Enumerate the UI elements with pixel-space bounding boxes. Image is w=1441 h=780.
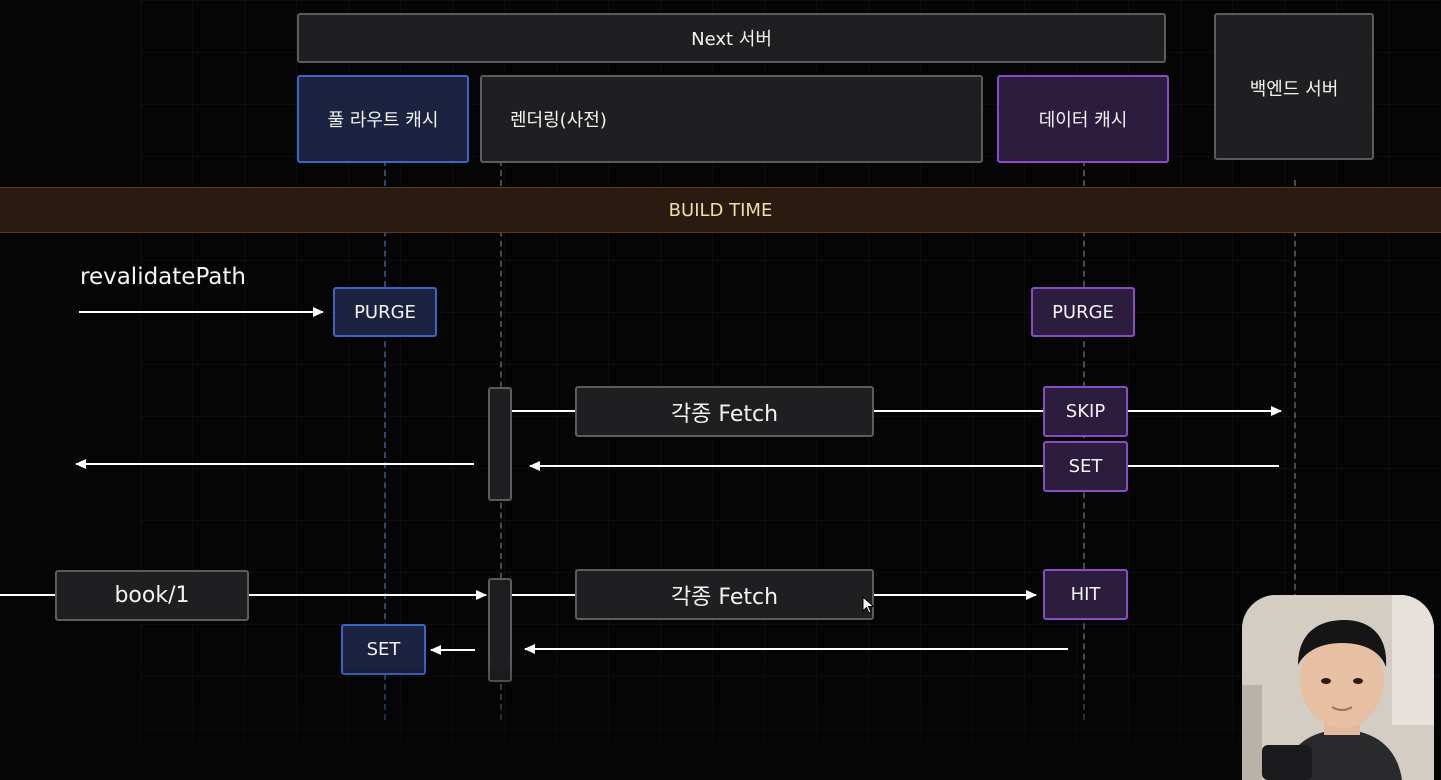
data-cache-box: 데이터 캐시 [997,75,1169,163]
fetch-label-1: 각종 Fetch [670,401,779,427]
full-route-cache-label: 풀 라우트 캐시 [327,110,439,131]
set-route-cache-box: SET [341,624,426,675]
set-data-cache-box: SET [1043,441,1128,492]
render-activation-2 [488,578,512,682]
fetch-box-2: 각종 Fetch [575,569,874,620]
rendering-label: 렌더링(사전) [510,110,607,131]
next-server-box: Next 서버 [297,13,1166,63]
request-path-box: book/1 [55,570,249,621]
build-time-band: BUILD TIME [0,187,1441,233]
next-server-label: Next 서버 [691,29,772,50]
fetch-box-1: 각종 Fetch [575,386,874,437]
data-cache-label: 데이터 캐시 [1038,110,1128,131]
purge-data-cache-box: PURGE [1031,287,1135,337]
skip-label: SKIP [1065,401,1106,422]
mouse-pointer-icon [862,595,876,618]
rendering-box: 렌더링(사전) [480,75,983,163]
render-activation-1 [488,387,512,501]
request-path-label: book/1 [114,583,190,608]
lifeline-data-cache [1083,160,1085,720]
build-time-label: BUILD TIME [668,199,773,221]
webcam-overlay [1242,595,1434,780]
lifeline-backend-server [1294,180,1296,600]
hit-box: HIT [1043,569,1128,620]
full-route-cache-box: 풀 라우트 캐시 [297,75,469,163]
fetch-label-2: 각종 Fetch [670,584,779,610]
purge-route-cache-label: PURGE [354,301,416,323]
hit-label: HIT [1070,584,1101,605]
set-data-cache-label: SET [1068,456,1103,477]
backend-server-label: 백엔드 서버 [1249,79,1339,100]
purge-data-cache-label: PURGE [1052,301,1114,323]
revalidate-path-label: revalidatePath [80,264,246,290]
backend-server-box: 백엔드 서버 [1214,13,1374,160]
lifeline-full-route-cache [384,160,386,720]
skip-box: SKIP [1043,386,1128,437]
purge-route-cache-box: PURGE [333,287,437,337]
set-route-cache-label: SET [366,639,401,660]
presenter-image [1242,595,1434,780]
